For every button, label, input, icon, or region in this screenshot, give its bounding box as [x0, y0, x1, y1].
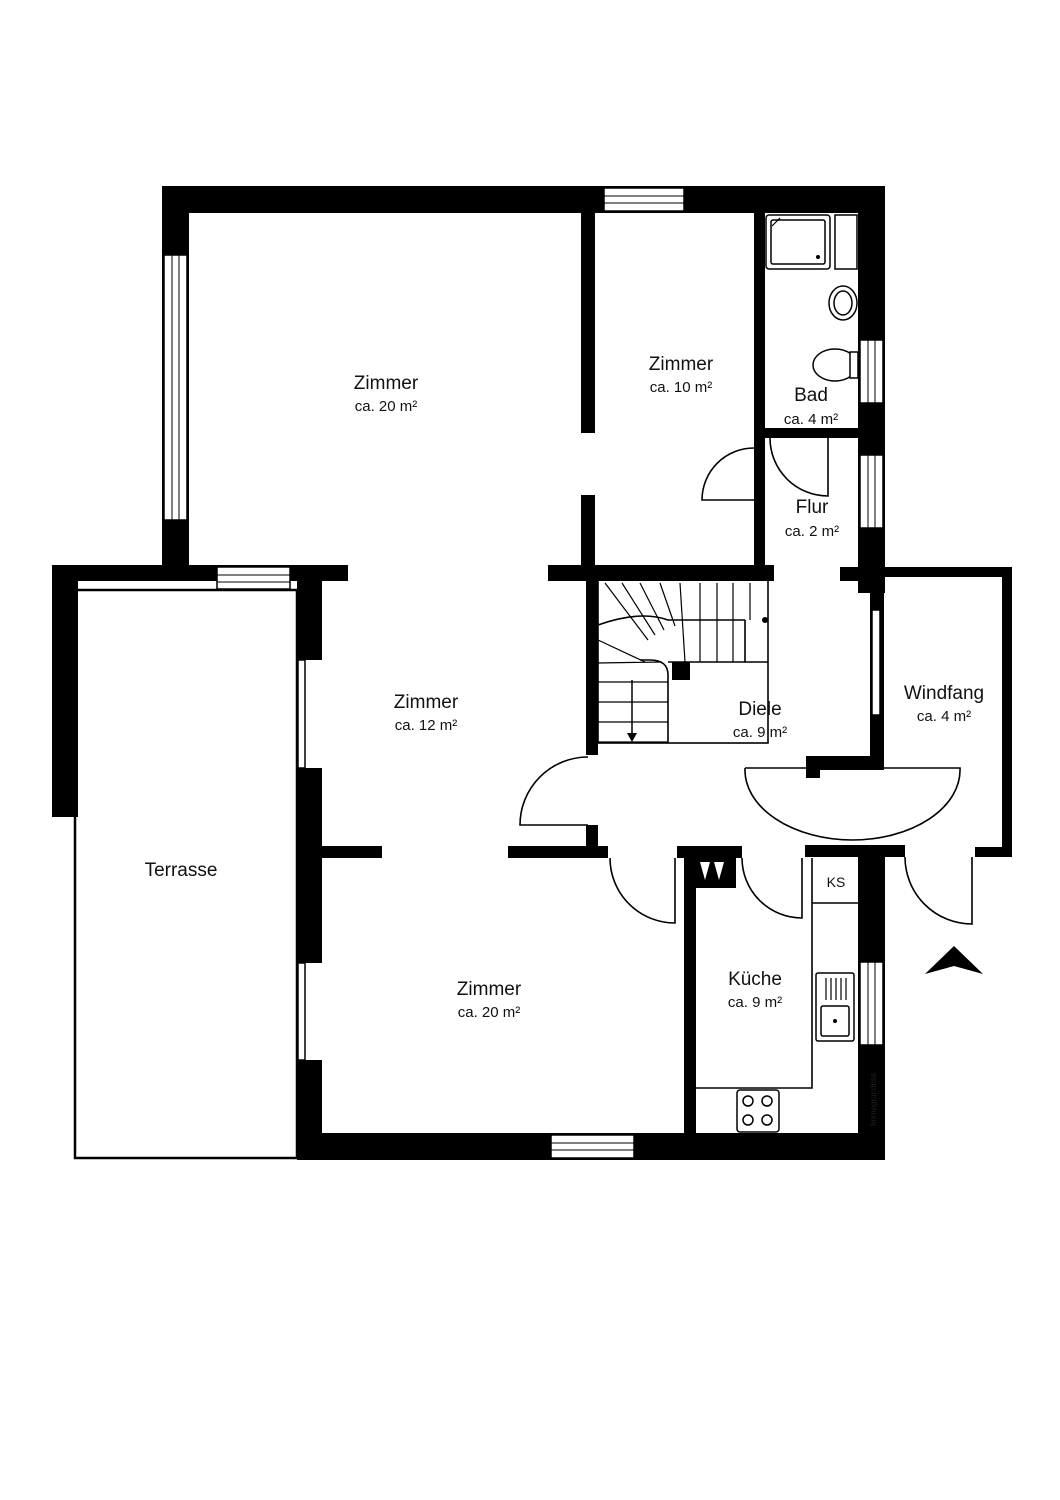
svg-text:Diele: Diele — [738, 699, 781, 720]
room-label-terrasse: Terrasse — [145, 860, 218, 881]
svg-text:ca. 12 m²: ca. 12 m² — [395, 717, 458, 734]
sink-icon — [815, 972, 855, 1042]
room-label-kueche: Küche ca. 9 m² — [728, 969, 782, 1011]
svg-text:ca. 4 m²: ca. 4 m² — [784, 411, 838, 428]
entrance-arrow-icon — [925, 946, 983, 974]
windfang-walls — [878, 567, 1012, 857]
fridge-label: KS — [827, 874, 846, 890]
svg-text:Zimmer: Zimmer — [354, 373, 419, 394]
room-label-bad: Bad ca. 4 m² — [784, 385, 838, 428]
brand-watermark: Immogrundriss — [869, 1073, 878, 1126]
interior-walls — [322, 213, 905, 1136]
svg-text:Flur: Flur — [796, 497, 829, 518]
svg-text:ca. 9 m²: ca. 9 m² — [733, 724, 787, 741]
svg-text:Terrasse: Terrasse — [145, 860, 218, 881]
svg-text:Zimmer: Zimmer — [394, 692, 459, 713]
terrace — [52, 565, 299, 1160]
svg-text:ca. 9 m²: ca. 9 m² — [728, 994, 782, 1011]
chimney-icon — [696, 858, 736, 888]
svg-text:ca. 20 m²: ca. 20 m² — [458, 1004, 521, 1021]
svg-text:Zimmer: Zimmer — [457, 979, 522, 1000]
svg-text:Windfang: Windfang — [904, 683, 984, 704]
bathroom-fixtures — [765, 214, 859, 382]
room-label-zimmer-bottom: Zimmer ca. 20 m² — [457, 979, 522, 1021]
staircase — [597, 579, 769, 744]
room-label-flur: Flur ca. 2 m² — [785, 497, 839, 540]
door-swings — [519, 437, 973, 925]
svg-text:ca. 4 m²: ca. 4 m² — [917, 708, 971, 725]
svg-text:Küche: Küche — [728, 969, 782, 990]
room-label-windfang: Windfang ca. 4 m² — [904, 683, 984, 725]
svg-text:ca. 2 m²: ca. 2 m² — [785, 523, 839, 540]
arrow-down-icon — [627, 680, 637, 742]
room-label-zimmer-top-left: Zimmer ca. 20 m² — [354, 373, 419, 415]
room-label-diele: Diele ca. 9 m² — [733, 699, 787, 741]
svg-text:Zimmer: Zimmer — [649, 354, 714, 375]
stove-icon — [736, 1089, 780, 1133]
windows — [163, 187, 884, 1159]
svg-text:ca. 20 m²: ca. 20 m² — [355, 398, 418, 415]
kitchen-fixtures — [696, 858, 858, 1133]
svg-text:ca. 10 m²: ca. 10 m² — [650, 379, 713, 396]
room-label-zimmer-middle: Zimmer ca. 12 m² — [394, 692, 459, 734]
room-label-zimmer-top-right: Zimmer ca. 10 m² — [649, 354, 714, 396]
svg-text:Bad: Bad — [794, 385, 828, 406]
